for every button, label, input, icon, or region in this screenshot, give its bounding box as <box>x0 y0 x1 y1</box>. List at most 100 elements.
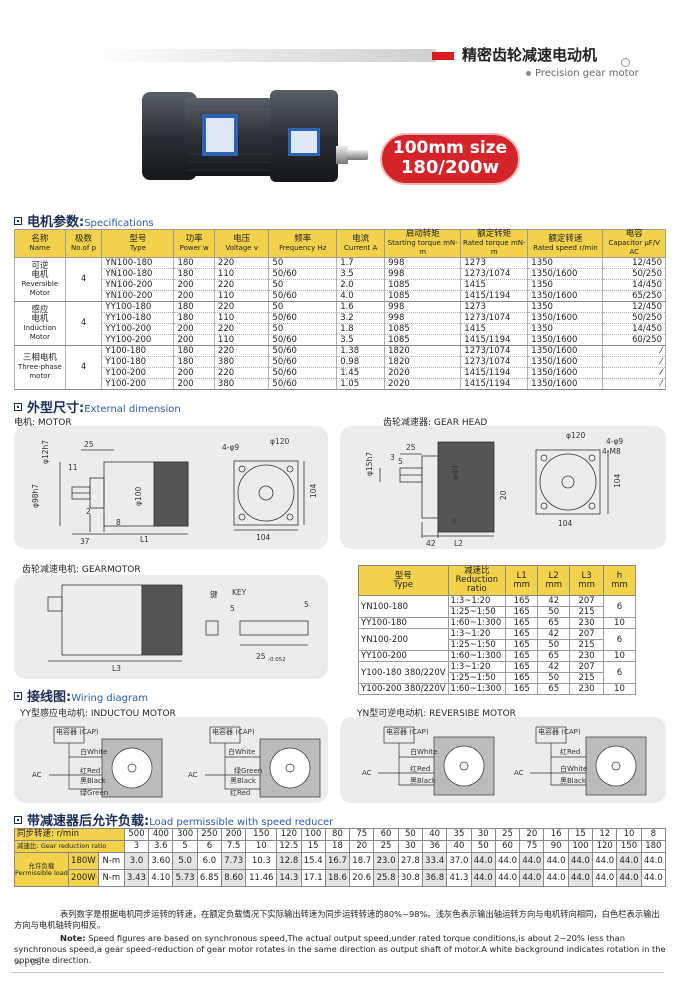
load-value: 36.8 <box>421 869 448 887</box>
spec-cell: 50/60 <box>268 312 338 324</box>
dim-gear-20: 20 <box>499 490 508 500</box>
yy-black-label: 黑Black <box>80 777 107 785</box>
load-value: 23.0 <box>373 852 399 870</box>
spec-cell: 50/60 <box>268 290 338 302</box>
spec-cell: 2.0 <box>336 279 386 291</box>
load-speed-cell: 60 <box>373 828 399 841</box>
dim-gear-42: 42 <box>426 539 436 548</box>
load-value: 44.0 <box>640 869 667 887</box>
load-value: 25.8 <box>373 869 399 887</box>
spec-cell: 3.5 <box>336 334 386 346</box>
spec-header-cn: 型号 <box>129 233 147 244</box>
spec-cell: 1415/1194 <box>460 334 529 346</box>
load-value: 5.73 <box>172 869 198 887</box>
spec-cell: 50/60 <box>268 268 338 280</box>
yy-red-label: 红Red <box>80 766 100 775</box>
dim-gearmotor-L3: L3 <box>112 664 121 673</box>
spec-cell: YY100-180 <box>101 301 175 313</box>
spec-cell: 1350/1600 <box>527 312 604 324</box>
spec-header-en: Voltage v <box>225 243 258 252</box>
dim-key-25: 25 <box>256 652 266 661</box>
spec-cell: 220 <box>213 301 270 313</box>
dim-motor-4phi9: 4-φ9 <box>222 443 239 452</box>
load-value: 6.0 <box>196 852 223 870</box>
load-speed-cell: 20 <box>519 828 545 841</box>
dim-gear-d15h7: φ15h7 <box>365 452 374 476</box>
load-ratio-cell: 25 <box>373 840 399 853</box>
spec-header-cn: 电流 <box>352 233 370 244</box>
gearmotor-label: 齿轮减速电机: GEARMOTOR <box>22 565 141 575</box>
dims-subtable-type: Y100-200 380/220V <box>358 683 449 695</box>
load-power: 180W <box>67 852 99 870</box>
dims-subtable-cell: 1:60~1:300 <box>447 650 507 662</box>
load-value: 44.0 <box>640 852 667 870</box>
dim-key-5a: 5 <box>230 604 235 613</box>
dims-subtable-cell: 215 <box>569 639 604 651</box>
spec-cell: 1273 <box>460 257 529 269</box>
load-value: 44.0 <box>519 852 545 870</box>
spec-cell: Y100-200 <box>101 367 175 379</box>
load-value: 44.0 <box>616 852 642 870</box>
spec-cell: 1350/1600 <box>527 378 604 390</box>
dims-subtable-cell: 65 <box>537 617 571 629</box>
dims-subtable-cell: 165 <box>505 672 539 684</box>
note-en-text: Speed figures are based on synchronous s… <box>14 933 666 965</box>
dims-subtable-header-sub: Reduction ratio <box>455 575 499 594</box>
dims-subtable-h: 6 <box>602 628 637 651</box>
load-power: 200W <box>67 869 99 887</box>
spec-cell: 1350 <box>527 279 604 291</box>
load-value: 37.0 <box>446 852 472 870</box>
spec-cell: 1085 <box>384 334 462 346</box>
load-value: 44.0 <box>543 869 569 887</box>
dims-subtable-cell: 165 <box>505 617 539 629</box>
dim-gear-104a: 104 <box>613 473 622 488</box>
chevron-right-icon: > <box>14 958 22 968</box>
spec-group-poles: 4 <box>64 301 103 346</box>
load-speed-cell: 40 <box>421 828 448 841</box>
spec-cell: 1350/1600 <box>527 268 604 280</box>
spec-cell: 220 <box>213 257 270 269</box>
dim-gear-L2: L2 <box>454 539 463 548</box>
spec-cell: ⁄ <box>602 367 666 379</box>
spec-cell: 1350/1600 <box>527 345 604 357</box>
dim-motor-2: 2 <box>86 507 91 516</box>
load-value: 18.6 <box>324 869 351 887</box>
spec-cell: 998 <box>384 301 462 313</box>
dim-motor-11: 11 <box>68 463 78 472</box>
dims-subtable-cell: 230 <box>569 683 604 695</box>
yn-red-label: 红Red <box>410 764 430 773</box>
load-speed-cell: 500 <box>123 828 150 841</box>
spec-cell: 1085 <box>384 279 462 291</box>
dims-subtable-h: 10 <box>602 617 637 629</box>
yn-black-label: 黑Black <box>410 777 437 785</box>
square-bullet-icon <box>14 217 22 225</box>
spec-cell: 50/60 <box>268 334 338 346</box>
dims-subtable-h: 10 <box>602 683 637 695</box>
yn2-black-label: 黑Black <box>560 777 587 785</box>
spec-cell: 1415/1194 <box>460 290 529 302</box>
spec-header-cn: 电压 <box>233 233 251 244</box>
dim-gear-4phi9: 4-φ9 <box>606 437 623 446</box>
load-ratio-cell: 60 <box>494 840 521 853</box>
page-number: > | 08 <box>14 958 42 968</box>
spec-header-cn: 启动转矩 <box>405 229 440 239</box>
load-speed-cell: 15 <box>567 828 594 841</box>
spec-cell: 220 <box>213 323 270 335</box>
spec-cell: YY100-200 <box>101 323 175 335</box>
spec-cell: 220 <box>213 367 270 379</box>
load-value: 33.4 <box>421 852 448 870</box>
load-ratio-cell: 180 <box>640 840 667 853</box>
dims-subtable-cell: 42 <box>537 628 571 640</box>
dims-subtable-cell: 207 <box>569 628 604 640</box>
spec-cell: 1350/1600 <box>527 290 604 302</box>
